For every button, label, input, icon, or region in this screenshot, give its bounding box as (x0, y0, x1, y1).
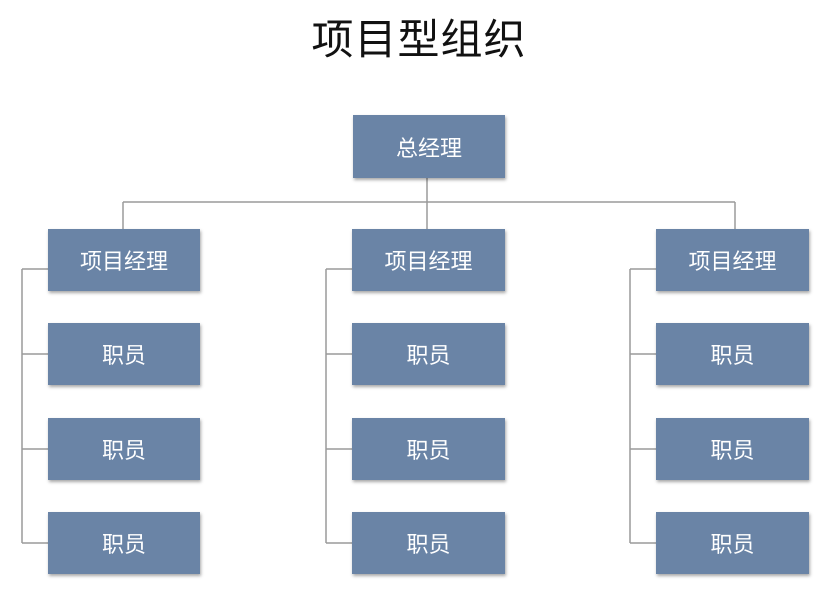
node-staff-2-1: 职员 (352, 323, 505, 385)
node-staff-1-3: 职员 (48, 512, 200, 574)
node-staff-1-1: 职员 (48, 323, 200, 385)
node-staff-3-3: 职员 (656, 512, 809, 574)
node-project-manager-1: 项目经理 (48, 229, 200, 291)
node-project-manager-3: 项目经理 (656, 229, 809, 291)
node-staff-3-1: 职员 (656, 323, 809, 385)
page-title: 项目型组织 (311, 15, 527, 64)
node-staff-1-2: 职员 (48, 418, 200, 480)
node-general-manager: 总经理 (353, 115, 505, 178)
node-project-manager-2: 项目经理 (352, 229, 505, 291)
node-staff-2-3: 职员 (352, 512, 505, 574)
node-staff-2-2: 职员 (352, 418, 505, 480)
node-staff-3-2: 职员 (656, 418, 809, 480)
